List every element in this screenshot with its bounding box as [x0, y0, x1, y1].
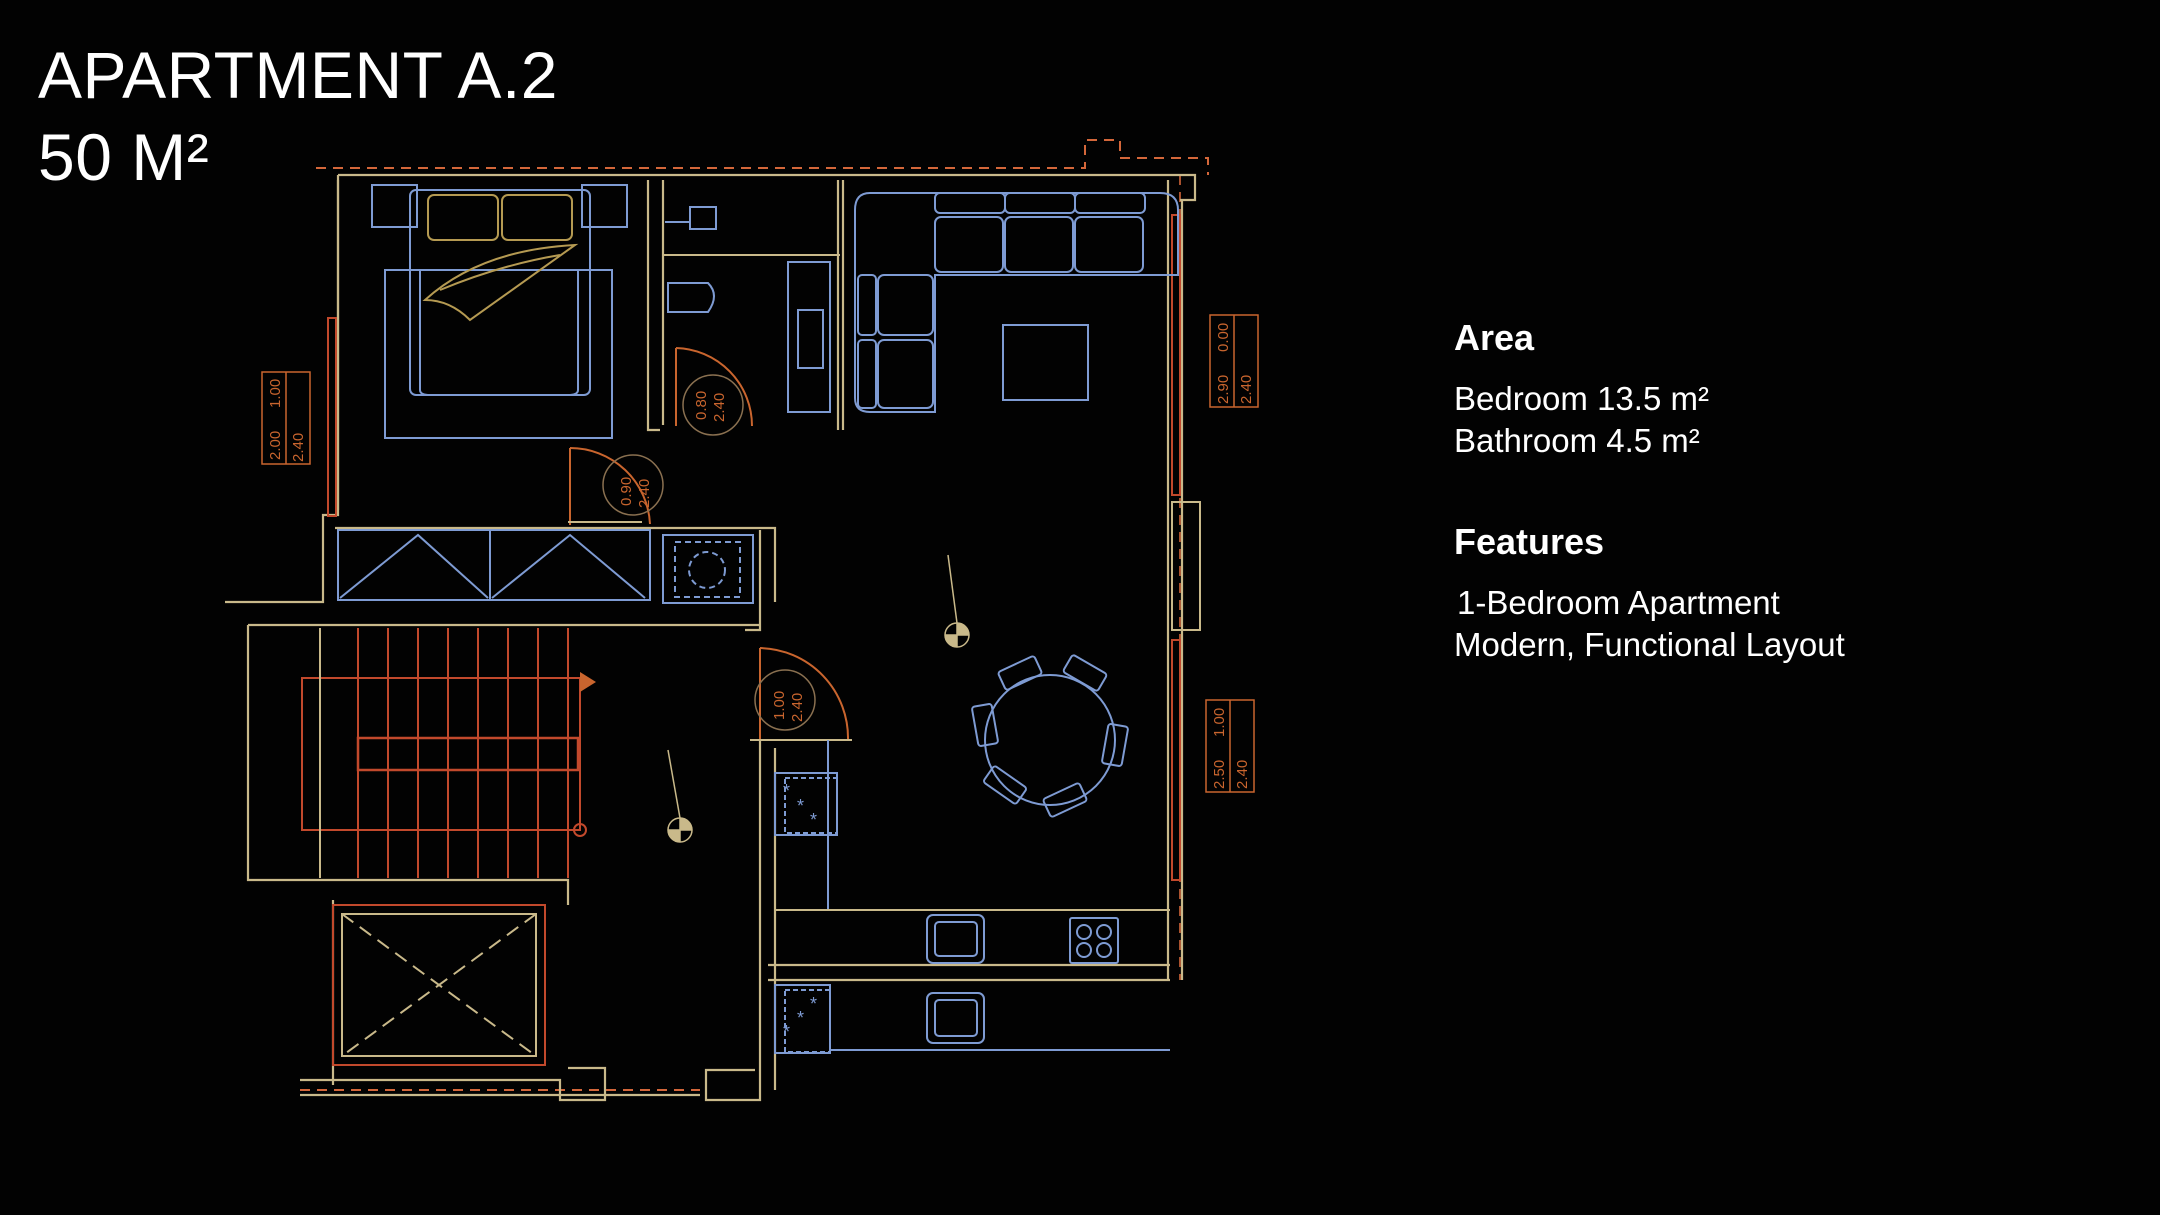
svg-text:*: * — [783, 1022, 790, 1042]
light-fixtures — [667, 554, 970, 843]
door-tags — [602, 374, 816, 731]
apartment-size: 50 M² — [38, 120, 210, 194]
bathroom-area: Bathroom 4.5 m² — [1454, 422, 1700, 459]
dining-table — [971, 654, 1129, 818]
kitchen-unit — [662, 534, 754, 604]
bed — [371, 184, 628, 439]
svg-text:2.40: 2.40 — [290, 433, 307, 462]
outer-boundary — [316, 139, 1209, 175]
svg-text:*: * — [797, 1008, 804, 1028]
svg-text:*: * — [810, 810, 817, 830]
svg-text:2.00: 2.00 — [267, 431, 284, 460]
window-tag-right-top — [1209, 314, 1259, 408]
feature-item: 1-Bedroom Apartment — [1457, 584, 1780, 621]
features-heading: Features — [1454, 521, 1605, 562]
svg-text:1.00: 1.00 — [771, 691, 788, 720]
svg-text:0.80: 0.80 — [693, 391, 710, 420]
shaft — [332, 904, 546, 1066]
appliance-marks: * * * * * * — [783, 781, 817, 1042]
svg-text:0.00: 0.00 — [1215, 323, 1232, 352]
window-tag-right-bottom — [1205, 699, 1255, 793]
svg-text:2.40: 2.40 — [789, 693, 806, 722]
window-tag-left — [261, 371, 311, 465]
svg-text:0.90: 0.90 — [618, 477, 635, 506]
bathroom — [663, 206, 840, 413]
wardrobe — [337, 529, 651, 601]
doors — [568, 347, 852, 741]
balcony-door — [1171, 501, 1201, 631]
svg-text:2.40: 2.40 — [1234, 760, 1251, 789]
svg-text:2.50: 2.50 — [1211, 760, 1228, 789]
features-section: Features 1-Bedroom Apartment Modern, Fun… — [1454, 520, 2094, 666]
svg-text:2.40: 2.40 — [1238, 375, 1255, 404]
area-heading: Area — [1454, 317, 1535, 358]
svg-text:1.00: 1.00 — [1211, 708, 1228, 737]
sofa — [854, 192, 1179, 413]
svg-text:*: * — [810, 994, 817, 1014]
feature-item: Modern, Functional Layout — [1454, 626, 1845, 663]
bedroom-area: Bedroom 13.5 m² — [1454, 380, 1709, 417]
svg-text:2.40: 2.40 — [711, 393, 728, 422]
walls — [225, 173, 1197, 1102]
area-section: Area Bedroom 13.5 m² Bathroom 4.5 m² — [1454, 316, 2094, 462]
stairs — [301, 628, 596, 878]
svg-text:*: * — [797, 796, 804, 816]
apartment-name: APARTMENT A.2 — [38, 38, 558, 112]
svg-text:*: * — [783, 781, 790, 801]
svg-text:2.40: 2.40 — [636, 479, 653, 508]
svg-text:1.00: 1.00 — [267, 379, 284, 408]
page-title: APARTMENT A.2 50 M² — [38, 34, 558, 198]
svg-text:2.90: 2.90 — [1215, 375, 1232, 404]
kitchen-counter — [774, 740, 1170, 1054]
info-panel: Area Bedroom 13.5 m² Bathroom 4.5 m² Fea… — [1454, 316, 2094, 666]
windows — [327, 214, 1181, 881]
